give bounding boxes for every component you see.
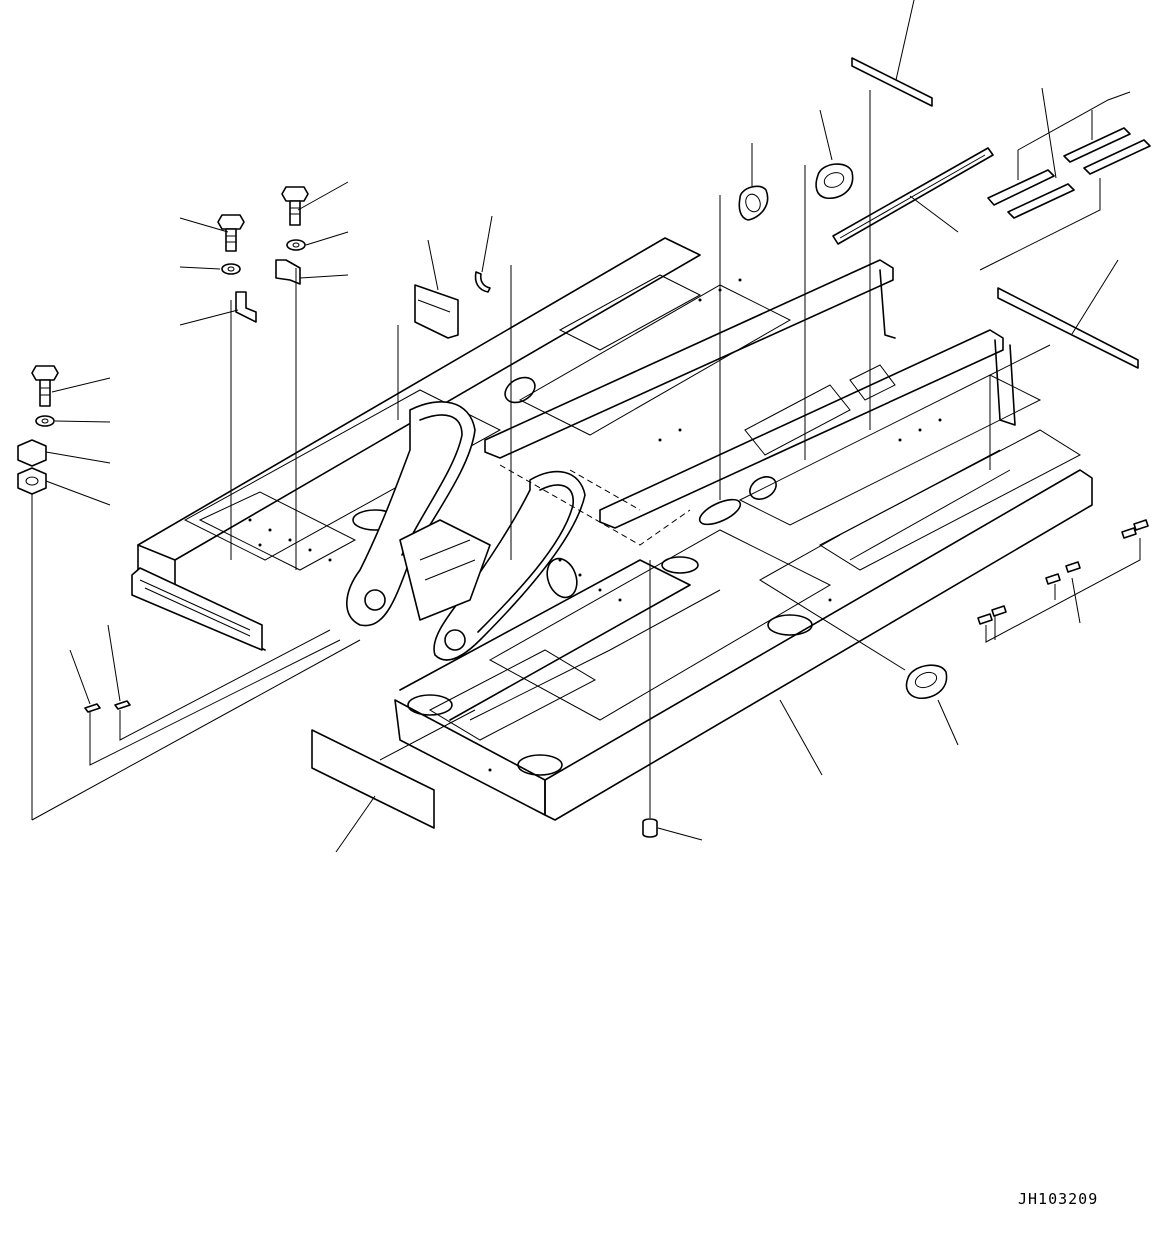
center-lines [499, 464, 691, 546]
washer-icon [286, 239, 306, 251]
grommet-icon [738, 185, 769, 221]
boom-bracket-left [346, 401, 476, 627]
left-step-plate [131, 567, 263, 651]
figure-id-label: JH103209 [1018, 1190, 1099, 1208]
grommet-icon [815, 163, 854, 199]
rubber-pad-icon [642, 818, 658, 838]
boom-foot-brackets [346, 401, 586, 661]
left-fasteners [17, 186, 361, 821]
rear-cover-plate [311, 729, 435, 829]
seal-strip-right [997, 287, 1139, 369]
strip-icon [1063, 127, 1131, 163]
clip-icon [474, 271, 491, 293]
plate-icon [17, 467, 47, 495]
bolt-icon [217, 214, 245, 252]
bracket-icon [275, 259, 301, 285]
bolt-icon [31, 365, 59, 407]
clip-markers [84, 519, 1149, 838]
bolt-icon [281, 186, 309, 226]
strip-icon [1007, 183, 1075, 219]
seal-strip-short [851, 57, 933, 107]
revolving-frame [131, 237, 1093, 821]
clip-icon [84, 703, 101, 713]
cover-plate-icon [414, 284, 459, 339]
boom-bracket-right [433, 470, 586, 661]
plate-icon [17, 439, 47, 467]
left-side-rail [137, 237, 701, 561]
callout-leaders [45, 0, 1119, 853]
bracket-icon [235, 291, 257, 323]
washer-icon [221, 263, 241, 275]
grommet-icon [905, 664, 948, 699]
frame-holes [248, 278, 942, 772]
strip-icon [1083, 139, 1151, 175]
washer-icon [35, 415, 55, 427]
top-middle-parts [397, 57, 1151, 560]
clip-icon [114, 700, 131, 710]
cross-beam-front [484, 259, 894, 459]
strip-icon [987, 169, 1055, 206]
